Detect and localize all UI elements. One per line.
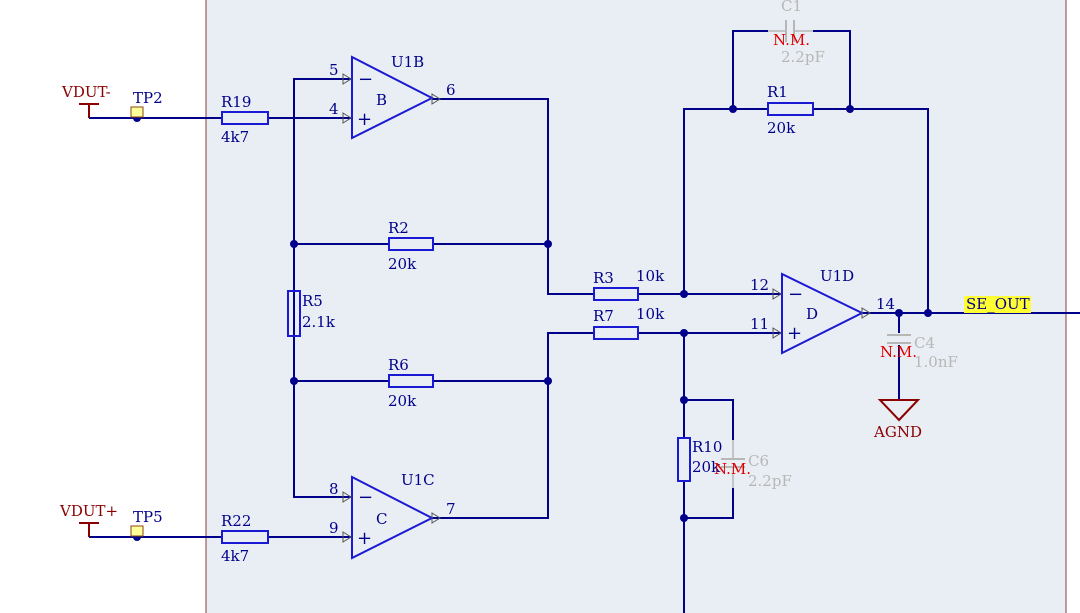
agnd-label: AGND — [873, 423, 922, 441]
r2-value: 20k — [388, 255, 417, 273]
sheet-panel — [205, 0, 1067, 613]
u1b-pin-noninv: 4 — [329, 100, 339, 118]
c6-status: N.M. — [714, 460, 751, 478]
u1d-plus-sign: + — [787, 323, 802, 344]
u1c-pin-inv: 8 — [329, 480, 339, 498]
opamp-u1d: U1D D − + 12 11 14 — [750, 267, 895, 355]
junction-dot — [544, 240, 552, 248]
resistor-r19: R19 4k7 — [221, 93, 269, 146]
r3-value: 10k — [636, 267, 665, 285]
junction-dot — [680, 329, 688, 337]
u1c-plus-sign: + — [357, 528, 372, 549]
junctions — [133, 105, 932, 541]
u1d-unit: D — [806, 305, 818, 323]
junction-dot — [680, 514, 688, 522]
c6-ref: C6 — [748, 452, 769, 470]
opamp-u1b: U1B B − + 5 4 6 — [329, 53, 456, 140]
net-label-highlight — [964, 296, 1031, 313]
r19-value: 4k7 — [221, 128, 249, 146]
u1c-minus-sign: − — [358, 487, 373, 508]
junction-dot — [680, 396, 688, 404]
r7-ref: R7 — [593, 307, 614, 325]
r5-value: 2.1k — [302, 313, 336, 331]
u1c-unit: C — [376, 510, 387, 528]
r5-ref: R5 — [302, 292, 323, 310]
r22-value: 4k7 — [221, 547, 249, 565]
r10-ref: R10 — [692, 438, 722, 456]
junction-dot — [924, 309, 932, 317]
junction-dot — [895, 309, 903, 317]
r2-ref: R2 — [388, 219, 409, 237]
c1-ref: C1 — [781, 0, 802, 15]
r1-ref: R1 — [767, 83, 788, 101]
c4-status: N.M. — [880, 343, 917, 361]
u1d-minus-sign: − — [788, 284, 803, 305]
u1b-unit: B — [376, 91, 387, 109]
power-port-vdut-plus: VDUT+ — [59, 502, 118, 537]
resistor-r6: R6 20k — [388, 356, 434, 410]
u1b-pin-out: 6 — [446, 81, 456, 99]
vdut-minus-label: VDUT- — [61, 83, 111, 101]
resistor-r2: R2 20k — [388, 219, 434, 273]
testpoint-tp2: TP2 — [130, 89, 163, 118]
u1d-pin-noninv: 11 — [750, 315, 769, 333]
r6-value: 20k — [388, 392, 417, 410]
junction-dot — [290, 240, 298, 248]
resistor-r10: R10 20k — [677, 437, 722, 482]
opamp-u1c: U1C C − + 8 9 7 — [329, 471, 456, 560]
u1c-pin-noninv: 9 — [329, 519, 339, 537]
junction-dot — [290, 377, 298, 385]
c1-status: N.M. — [773, 31, 810, 49]
capacitor-c4: C4 N.M. 1.0nF — [880, 334, 958, 371]
u1c-ref: U1C — [401, 471, 435, 489]
r6-ref: R6 — [388, 356, 409, 374]
r10-value: 20k — [692, 458, 721, 476]
net-label-se-out[interactable]: SE_OUT — [964, 295, 1031, 313]
capacitor-c1: C1 N.M. 2.2pF — [768, 0, 825, 66]
u1b-plus-sign: + — [357, 109, 372, 130]
junction-dot — [680, 290, 688, 298]
c1-value: 2.2pF — [781, 48, 825, 66]
c6-value: 2.2pF — [748, 472, 792, 490]
resistor-r5: R5 2.1k — [287, 290, 336, 337]
r22-ref: R22 — [221, 512, 251, 530]
junction-dot — [729, 105, 737, 113]
r19-ref: R19 — [221, 93, 251, 111]
u1b-pin-inv: 5 — [329, 61, 339, 79]
u1d-pin-inv: 12 — [750, 276, 769, 294]
u1c-pin-out: 7 — [446, 500, 456, 518]
c4-ref: C4 — [914, 334, 935, 352]
resistor-r22: R22 4k7 — [221, 512, 269, 565]
junction-dot — [544, 377, 552, 385]
resistor-r1: R1 20k — [767, 83, 814, 137]
capacitor-c6: C6 N.M. 2.2pF — [714, 440, 792, 490]
u1d-pin-out: 14 — [876, 295, 895, 313]
r3-ref: R3 — [593, 269, 614, 287]
se-out-label: SE_OUT — [966, 295, 1030, 313]
r1-value: 20k — [767, 119, 796, 137]
vdut-plus-label: VDUT+ — [59, 502, 118, 520]
u1b-minus-sign: − — [358, 69, 373, 90]
tp2-label: TP2 — [133, 89, 163, 107]
resistor-r7: R7 10k — [593, 305, 665, 340]
junction-dot — [846, 105, 854, 113]
tp5-label: TP5 — [133, 508, 163, 526]
r7-value: 10k — [636, 305, 665, 323]
u1b-ref: U1B — [391, 53, 424, 71]
agnd-symbol: AGND — [873, 399, 922, 441]
u1d-ref: U1D — [820, 267, 854, 285]
c4-value: 1.0nF — [914, 353, 958, 371]
resistor-r3: R3 10k — [593, 267, 665, 301]
testpoint-tp5: TP5 — [130, 508, 163, 537]
power-port-vdut-minus: VDUT- — [61, 83, 111, 118]
